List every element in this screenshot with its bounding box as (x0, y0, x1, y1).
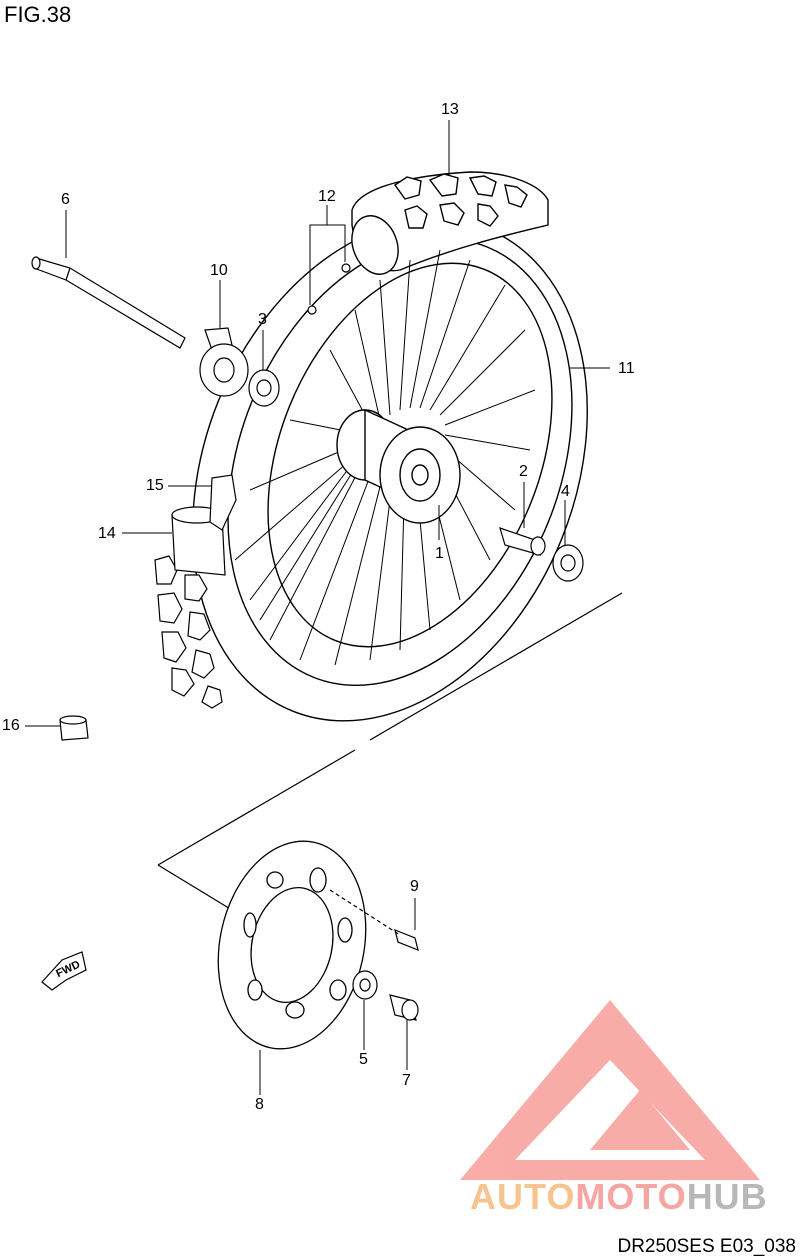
callout-1: 1 (435, 545, 444, 562)
hub (336, 408, 461, 524)
callout-9: 9 (410, 878, 419, 895)
collar-7 (389, 994, 419, 1021)
axle (31, 256, 186, 349)
callout-8: 8 (255, 1096, 264, 1113)
callout-16: 16 (2, 717, 20, 734)
callout-3: 3 (258, 311, 267, 328)
watermark-part-3: HUB (686, 1176, 768, 1217)
tire-tread (154, 555, 223, 709)
speedometer-gearbox (199, 327, 249, 397)
rim-band (209, 474, 237, 531)
callout-12: 12 (318, 188, 336, 205)
watermark-logo (460, 1000, 760, 1180)
callout-13: 13 (441, 101, 459, 118)
watermark-part-1: AUTO (470, 1176, 576, 1217)
callout-5: 5 (359, 1051, 368, 1068)
valve-caps (307, 263, 351, 315)
callout-14: 14 (98, 525, 116, 542)
callout-10: 10 (210, 262, 228, 279)
callout-4: 4 (561, 483, 570, 500)
tube (171, 506, 226, 576)
perspective-plane (157, 592, 623, 911)
callout-2: 2 (519, 463, 528, 480)
callout-11: 11 (618, 360, 635, 377)
callout-15: 15 (146, 477, 164, 494)
spacer-2 (499, 527, 546, 556)
cap-16 (59, 715, 89, 741)
bolt-9 (329, 889, 419, 951)
bearing-3 (248, 369, 280, 407)
bearing-4 (552, 544, 584, 582)
brake-disc (217, 840, 367, 1050)
figure-title: FIG.38 (4, 2, 72, 27)
callout-7: 7 (402, 1072, 411, 1089)
watermark-part-2: MOTO (575, 1176, 687, 1217)
callout-6: 6 (61, 191, 70, 208)
diagram-code: DR250SES E03_038 (617, 1236, 796, 1257)
tire-cutaway (351, 171, 549, 275)
watermark-text: AUTOMOTOHUB (470, 1176, 768, 1218)
leader-lines (25, 120, 610, 1095)
fwd-arrow-icon: FWD (41, 951, 87, 991)
washer-5 (352, 970, 378, 1000)
